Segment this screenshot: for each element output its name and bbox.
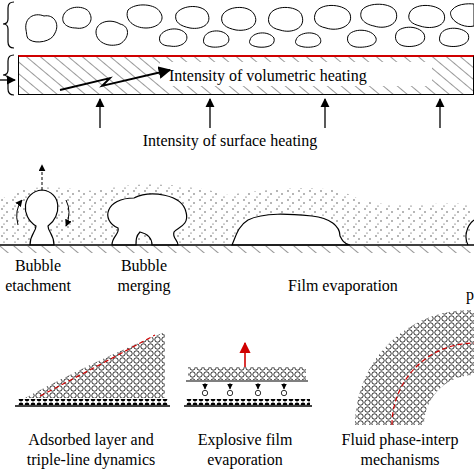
- bubble: [347, 30, 376, 47]
- brace: [3, 2, 14, 48]
- wall: [15, 405, 170, 406]
- brace: [3, 55, 14, 95]
- interphase-molecules: [355, 310, 474, 425]
- heat-arrow: [209, 99, 210, 128]
- bubble: [63, 7, 91, 28]
- cut-shape: [466, 220, 474, 245]
- bubble: [361, 4, 397, 27]
- adsorbed-layer: [186, 399, 310, 405]
- molecular-row: [15, 310, 474, 425]
- wall: [184, 405, 312, 406]
- bubble: [395, 27, 424, 46]
- mechanism-label: Explosive film evaporation: [180, 430, 310, 470]
- detaching-bubble: [25, 190, 58, 245]
- molecule: [255, 390, 260, 395]
- heater-band: Intensity of volumetric heating: [18, 55, 474, 95]
- mechanism-label: Adsorbed layer and triple-line dynamics: [12, 430, 170, 470]
- fall-arrows: [205, 383, 284, 389]
- surface-hatch: [0, 246, 474, 253]
- top-bubble-layer: [26, 4, 474, 47]
- falling-molecules: [202, 390, 286, 395]
- flow-arrow: [66, 200, 69, 226]
- cut-label: p: [463, 285, 474, 305]
- boiling-row: [0, 165, 474, 253]
- bubble: [314, 5, 350, 29]
- ejection-arrow: [244, 343, 246, 367]
- mechanism-label: Bubble etachment: [0, 256, 76, 296]
- bubble: [127, 5, 162, 28]
- surface-heating-arrows: [100, 99, 440, 128]
- bubble: [203, 31, 228, 47]
- film-boundary: [186, 380, 308, 381]
- bubble: [409, 5, 445, 27]
- heated-surface: [0, 244, 474, 246]
- zigzag-arrow: [60, 70, 170, 90]
- bubble: [176, 7, 209, 29]
- heat-arrow: [439, 99, 440, 128]
- bubble: [249, 33, 274, 47]
- bubble: [222, 7, 256, 30]
- fall-arrow: [258, 383, 259, 389]
- mechanism-label: Film evaporation: [268, 276, 418, 296]
- fall-arrow: [205, 383, 206, 389]
- bubble: [96, 21, 128, 45]
- mechanism-label: Fluid phase-interp mechanisms: [330, 430, 470, 470]
- vapour-film: [232, 214, 350, 245]
- input-arrow: [0, 79, 15, 80]
- caption-text: Intensity of surface heating: [100, 131, 360, 151]
- bubble: [268, 7, 302, 31]
- molecule: [281, 390, 286, 395]
- heat-arrow: [324, 99, 325, 128]
- film-molecules: [188, 367, 306, 380]
- rise-arrow: [42, 165, 43, 190]
- hatched-heater: [18, 55, 474, 95]
- heat-arrow: [99, 99, 100, 128]
- bubble: [159, 29, 186, 46]
- flow-arrow: [17, 200, 22, 225]
- bubble: [439, 28, 468, 46]
- fall-arrow: [284, 383, 285, 389]
- molecule: [202, 390, 207, 395]
- top-brackets: [3, 2, 14, 95]
- bubble: [26, 15, 57, 42]
- node-text: Intensity of volumetric heating: [169, 66, 367, 86]
- text-backdrop: [160, 62, 432, 86]
- mechanism-label: Bubble merging: [104, 256, 184, 296]
- adsorbed-layer: [18, 399, 168, 405]
- fall-arrow: [230, 383, 231, 389]
- bubble: [295, 33, 320, 47]
- merging-bubble: [108, 194, 187, 245]
- liquid-molecules: [25, 332, 165, 398]
- molecule: [227, 390, 232, 395]
- interface-curve: [40, 335, 155, 396]
- interphase-curve: [392, 343, 474, 425]
- bubble: [451, 4, 474, 27]
